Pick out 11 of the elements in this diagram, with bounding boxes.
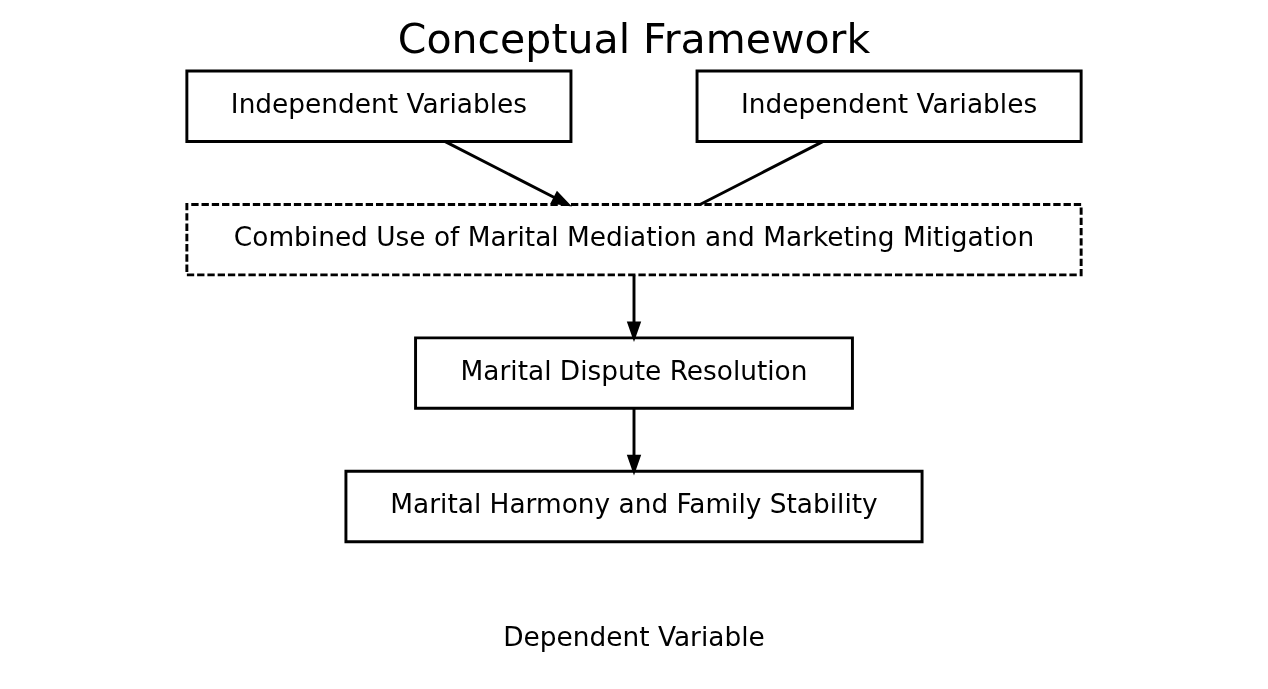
arrow	[444, 140, 572, 207]
node-box: Independent Variables	[185, 69, 573, 143]
connector	[699, 140, 824, 206]
node-box: Marital Harmony and Family Stability	[344, 469, 924, 544]
arrow	[626, 408, 642, 476]
diagram-title: Conceptual Framework	[397, 14, 871, 63]
node-label: Dependent Variable	[503, 622, 765, 653]
node-box: Marital Dispute Resolution	[414, 336, 854, 410]
node-box: Independent Variables	[695, 69, 1083, 143]
node-box: Combined Use of Marital Mediation and Marketing Mitigation	[185, 203, 1083, 277]
arrow	[626, 275, 642, 342]
